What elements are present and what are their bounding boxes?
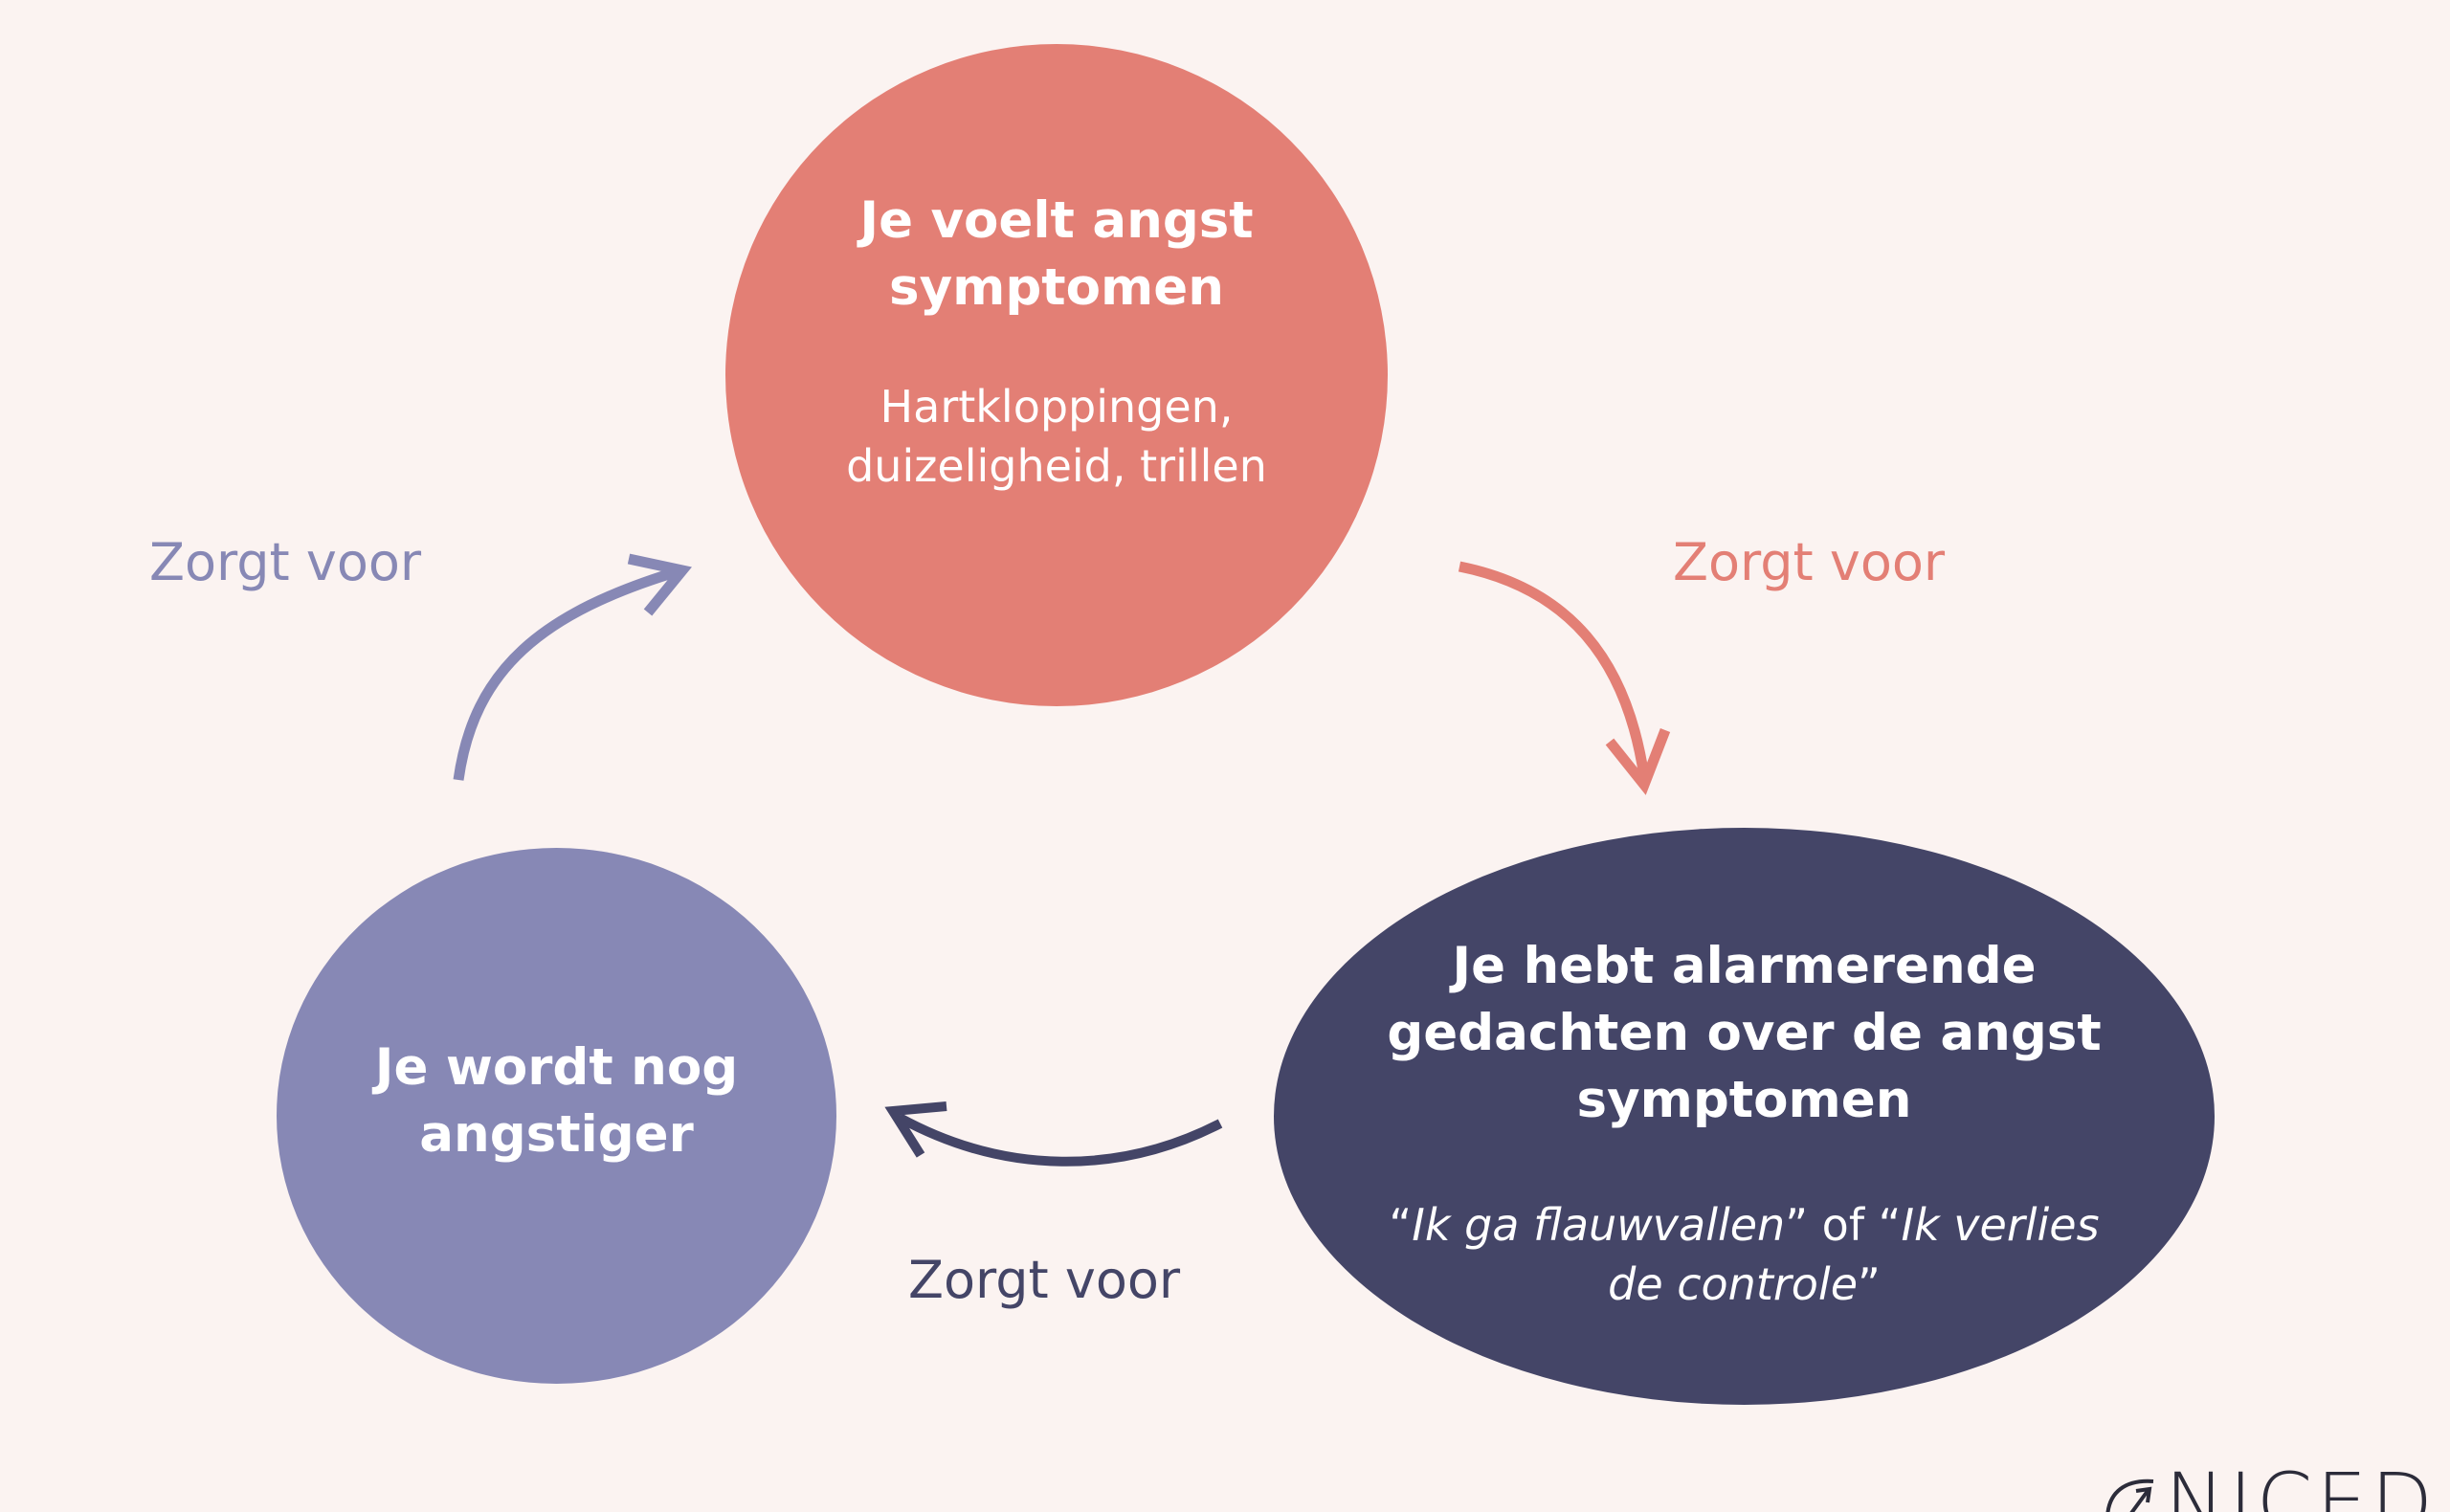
node-quote: “Ik ga flauwvallen” of “Ik verlies de co… [1360, 1195, 2128, 1314]
quote-mark: ” [1858, 1257, 1881, 1310]
niced-logo: NICED [2098, 1462, 2450, 1512]
edge-label-right-to-left: Zorgt voor [908, 1250, 1181, 1310]
quote-connector: ” of “ [1785, 1198, 1902, 1251]
arrow-right-to-left-icon [884, 1101, 1223, 1167]
niced-logo-icon [2105, 1479, 2154, 1512]
node-title: Je hebt alarmerende gedachten over de an… [1387, 936, 2102, 1129]
node-anxiety-symptoms: Je voelt angst symptomen Hartkloppingen,… [725, 44, 1388, 706]
edge-label-left-to-top: Zorgt voor [149, 532, 422, 592]
node-alarming-thoughts: Je hebt alarmerende gedachten over de an… [1274, 828, 2215, 1405]
node-title: Je voelt angst symptomen [859, 191, 1254, 317]
arrow-top-to-right-icon [1458, 561, 1671, 795]
quote-mark: “ [1389, 1198, 1413, 1251]
node-title: Je wordt nog angstiger [374, 1038, 739, 1164]
node-more-anxious: Je wordt nog angstiger [277, 848, 836, 1384]
brand-text: NICED [2165, 1462, 2438, 1512]
quote-italic-2: Ik verlies de controle [1608, 1198, 2100, 1310]
edge-label-top-to-right: Zorgt voor [1673, 532, 1946, 592]
arrow-left-to-top-icon [453, 553, 692, 781]
quote-italic-1: Ik ga flauwvallen [1412, 1198, 1786, 1251]
node-description: Hartkloppingen, duizeligheid, trillen [846, 381, 1267, 492]
